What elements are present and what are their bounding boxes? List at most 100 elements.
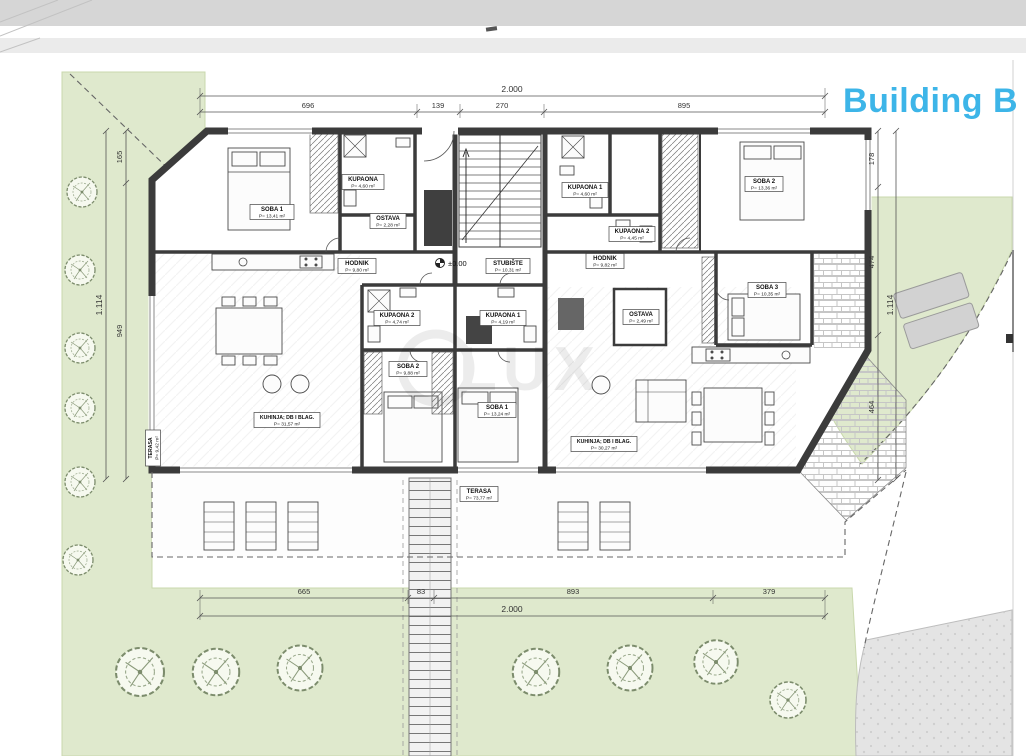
walkway-stairs (402, 477, 458, 756)
svg-text:2.000: 2.000 (501, 604, 523, 614)
label-a2-kuhinja: KUHINJA; DB I BLAG. P= 30,27 m² (570, 436, 638, 452)
sofa (635, 379, 687, 423)
svg-text:464: 464 (867, 401, 876, 414)
wardrobe (701, 256, 716, 344)
svg-text:949: 949 (115, 325, 124, 338)
svg-text:P= 13,36 m²: P= 13,36 m² (751, 185, 778, 191)
svg-text:178: 178 (867, 153, 876, 166)
label-a2-soba2: SOBA 2 P= 13,36 m² (744, 176, 784, 192)
parking-slabs (893, 272, 980, 350)
exterior-wall (148, 127, 872, 474)
label-a1-kupaona: KUPAONA P= 4,60 m² (341, 174, 385, 190)
label-stubiste: STUBIŠTE P= 10,31 m² (485, 258, 531, 274)
svg-text:SOBA 1: SOBA 1 (261, 207, 284, 213)
svg-text:P= 10,31 m²: P= 10,31 m² (495, 267, 522, 273)
svg-text:SOBA 1: SOBA 1 (486, 405, 509, 411)
scan-artifacts (0, 0, 1026, 53)
elevation-marker: ±0.00 (435, 258, 467, 268)
svg-text:STUBIŠTE: STUBIŠTE (493, 259, 523, 267)
svg-text:665: 665 (298, 587, 311, 596)
svg-text:139: 139 (432, 101, 445, 110)
svg-text:P= 9,80 m²: P= 9,80 m² (345, 267, 369, 273)
room-labels: SOBA 1 P= 13,41 m² KUPAONA P= 4,60 m² OS… (145, 174, 787, 502)
sun-loungers (203, 501, 631, 551)
svg-text:HODNIK: HODNIK (345, 261, 369, 267)
wardrobe (431, 351, 454, 415)
svg-text:P= 73,77 m²: P= 73,77 m² (466, 495, 493, 501)
svg-text:P= 13,24 m²: P= 13,24 m² (484, 411, 511, 417)
dining-table (215, 296, 283, 366)
svg-text:1.114: 1.114 (885, 294, 895, 315)
label-a2-ostava: OSTAVA P= 2,49 m² (622, 309, 660, 325)
label-a1-terasa: TERASA P= 9,42 m² (145, 429, 161, 467)
svg-text:1.114: 1.114 (94, 294, 104, 315)
svg-text:P= 4,19 m²: P= 4,19 m² (491, 319, 515, 325)
label-a1-soba1b: SOBA 1 P= 13,24 m² (477, 402, 517, 418)
label-a2-kupaona1: KUPAONA 1 P= 4,60 m² (561, 182, 609, 198)
label-terasa-main: TERASA P= 73,77 m² (459, 486, 499, 502)
interior-walls (152, 131, 868, 470)
svg-text:TERASA: TERASA (148, 437, 154, 459)
svg-text:KUPAONA 1: KUPAONA 1 (486, 313, 521, 319)
armchair (591, 375, 611, 395)
svg-text:P= 31,57 m²: P= 31,57 m² (274, 421, 301, 427)
svg-text:165: 165 (115, 151, 124, 164)
label-a1-soba1: SOBA 1 P= 13,41 m² (249, 204, 295, 220)
svg-text:474: 474 (867, 256, 876, 269)
svg-text:KUPAONA 2: KUPAONA 2 (615, 229, 650, 235)
wardrobe (309, 132, 339, 214)
tall-cabinet (558, 298, 584, 330)
svg-text:P= 4,74 m²: P= 4,74 m² (385, 319, 409, 325)
bed (727, 293, 801, 341)
svg-text:270: 270 (496, 101, 509, 110)
elevation-text: ±0.00 (448, 259, 467, 268)
svg-text:SOBA 2: SOBA 2 (753, 179, 776, 185)
kitchen-counter (691, 346, 811, 364)
svg-text:P= 9,82 m²: P= 9,82 m² (593, 262, 617, 268)
sheet-border (1006, 60, 1014, 756)
svg-text:P= 10,35 m²: P= 10,35 m² (754, 291, 781, 297)
svg-text:SOBA 3: SOBA 3 (756, 285, 779, 291)
svg-text:HODNIK: HODNIK (593, 256, 617, 262)
dining-table (691, 387, 775, 446)
entry-opening (422, 127, 458, 135)
svg-text:KUPAONA 1: KUPAONA 1 (568, 185, 603, 191)
svg-text:KUPAONA: KUPAONA (348, 177, 379, 183)
svg-text:P= 4,60 m²: P= 4,60 m² (351, 183, 375, 189)
svg-text:2.000: 2.000 (501, 84, 523, 94)
svg-text:P= 13,41 m²: P= 13,41 m² (259, 213, 286, 219)
door-arcs (325, 130, 730, 363)
wardrobe (363, 351, 383, 415)
svg-text:83: 83 (417, 587, 425, 596)
armchair (290, 374, 310, 394)
label-a1-kupaona1: KUPAONA 1 P= 4,19 m² (479, 310, 527, 326)
watermark: LUX (397, 329, 601, 407)
svg-text:KUHINJA; DB I BLAG.: KUHINJA; DB I BLAG. (260, 415, 315, 421)
label-a1-hodnik: HODNIK P= 9,80 m² (337, 258, 377, 274)
svg-text:OSTAVA: OSTAVA (376, 216, 400, 222)
bed (457, 387, 519, 463)
kitchen-counter (211, 253, 335, 271)
svg-text:P= 4,60 m²: P= 4,60 m² (573, 191, 597, 197)
watermark-text: LUX (459, 335, 601, 404)
svg-text:379: 379 (763, 587, 776, 596)
svg-text:P= 2,49 m²: P= 2,49 m² (629, 318, 653, 324)
label-a2-hodnik: HODNIK P= 9,82 m² (585, 253, 625, 269)
dimension-text: 2.000 696 139 270 895 165 1.114 949 178 … (94, 84, 895, 614)
svg-text:SOBA 2: SOBA 2 (397, 364, 420, 370)
svg-text:TERASA: TERASA (467, 489, 492, 495)
svg-text:P= 2,28 m²: P= 2,28 m² (376, 222, 400, 228)
label-a1-soba2: SOBA 2 P= 9,88 m² (388, 361, 428, 377)
building-title: Building B (843, 82, 1018, 120)
elevator-shaft (424, 190, 452, 246)
label-a1-kuhinja: KUHINJA; DB I BLAG. P= 31,57 m² (253, 412, 321, 428)
bathroom-fixtures (343, 134, 537, 344)
stair-core (424, 134, 542, 248)
wardrobe (661, 132, 699, 249)
armchair (262, 374, 282, 394)
bed (739, 141, 805, 221)
svg-text:KUHINJA; DB I BLAG.: KUHINJA; DB I BLAG. (577, 439, 632, 445)
svg-text:KUPAONA 2: KUPAONA 2 (380, 313, 415, 319)
